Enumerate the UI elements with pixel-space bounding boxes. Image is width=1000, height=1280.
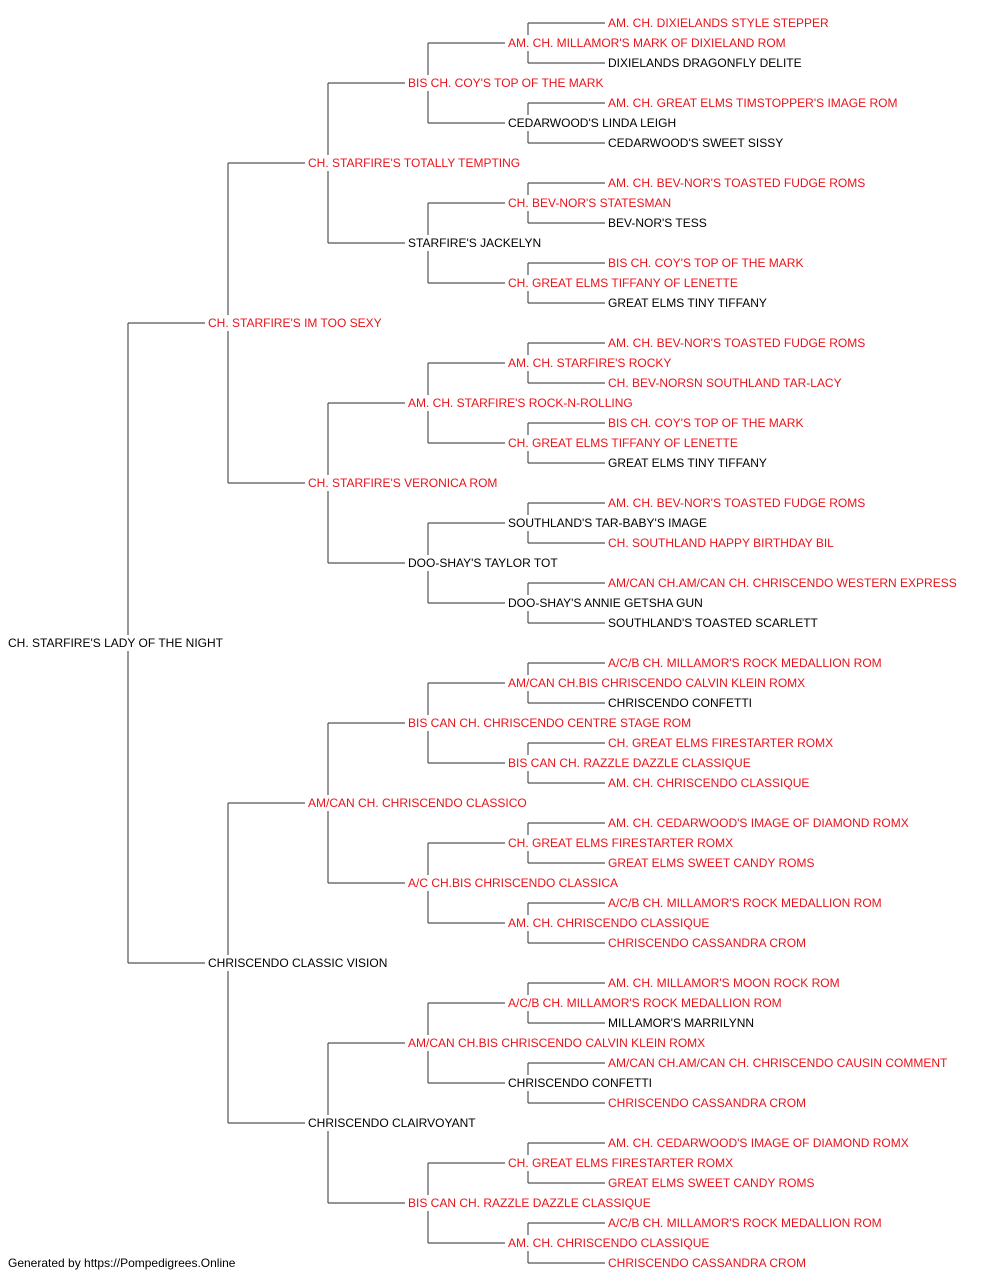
dam-name: DOO-SHAY'S TAYLOR TOT [408,556,558,570]
sire-name: AM/CAN CH.AM/CAN CH. CHRISCENDO WESTERN … [608,576,957,590]
sire-name: AM. CH. CEDARWOOD'S IMAGE OF DIAMOND ROM… [608,816,909,830]
dam-name: BIS CAN CH. RAZZLE DAZZLE CLASSIQUE [508,756,751,770]
dam-name: GREAT ELMS TINY TIFFANY [608,456,767,470]
dam-name: AM. CH. CHRISCENDO CLASSIQUE [508,1236,709,1250]
sire-name: AM. CH. BEV-NOR'S TOASTED FUDGE ROMS [608,336,865,350]
sire-name: AM. CH. GREAT ELMS TIMSTOPPER'S IMAGE RO… [608,96,897,110]
dam-name: CHRISCENDO CONFETTI [608,696,752,710]
dam-name: CHRISCENDO CASSANDRA CROM [608,1096,806,1110]
sire-name: BIS CAN CH. CHRISCENDO CENTRE STAGE ROM [408,716,691,730]
sire-name: AM. CH. MILLAMOR'S MARK OF DIXIELAND ROM [508,36,786,50]
sire-name: AM. CH. CEDARWOOD'S IMAGE OF DIAMOND ROM… [608,1136,909,1150]
dam-name: GREAT ELMS TINY TIFFANY [608,296,767,310]
sire-name: AM. CH. DIXIELANDS STYLE STEPPER [608,16,829,30]
dam-name: CEDARWOOD'S LINDA LEIGH [508,116,676,130]
dam-name: CH. BEV-NORSN SOUTHLAND TAR-LACY [608,376,842,390]
dam-name: CHRISCENDO CLAIRVOYANT [308,1116,476,1130]
dam-name: CH. STARFIRE'S VERONICA ROM [308,476,497,490]
sire-name: AM. CH. STARFIRE'S ROCK-N-ROLLING [408,396,633,410]
sire-name: AM/CAN CH.BIS CHRISCENDO CALVIN KLEIN RO… [508,676,805,690]
dam-name: GREAT ELMS SWEET CANDY ROMS [608,1176,814,1190]
dam-name: CEDARWOOD'S SWEET SISSY [608,136,783,150]
sire-name: AM. CH. BEV-NOR'S TOASTED FUDGE ROMS [608,176,865,190]
dam-name: CH. SOUTHLAND HAPPY BIRTHDAY BIL [608,536,834,550]
dam-name: CH. GREAT ELMS TIFFANY OF LENETTE [508,276,738,290]
dam-name: CHRISCENDO CLASSIC VISION [208,956,387,970]
sire-name: BIS CH. COY'S TOP OF THE MARK [608,416,803,430]
sire-name: AM/CAN CH.AM/CAN CH. CHRISCENDO CAUSIN C… [608,1056,948,1070]
sire-name: CH. STARFIRE'S TOTALLY TEMPTING [308,156,520,170]
sire-name: A/C/B CH. MILLAMOR'S ROCK MEDALLION ROM [608,656,882,670]
sire-name: CH. BEV-NOR'S STATESMAN [508,196,671,210]
subject-name: CH. STARFIRE'S LADY OF THE NIGHT [8,636,224,650]
dam-name: CH. GREAT ELMS TIFFANY OF LENETTE [508,436,738,450]
sire-name: AM. CH. MILLAMOR'S MOON ROCK ROM [608,976,840,990]
sire-name: A/C/B CH. MILLAMOR'S ROCK MEDALLION ROM [508,996,782,1010]
sire-name: CH. GREAT ELMS FIRESTARTER ROMX [508,1156,733,1170]
sire-name: AM/CAN CH.BIS CHRISCENDO CALVIN KLEIN RO… [408,1036,705,1050]
footer-credit: Generated by https://Pompedigrees.Online [8,1256,236,1270]
sire-name: CH. STARFIRE'S IM TOO SEXY [208,316,382,330]
sire-name: CH. GREAT ELMS FIRESTARTER ROMX [608,736,833,750]
dam-name: CHRISCENDO CONFETTI [508,1076,652,1090]
dam-name: BIS CAN CH. RAZZLE DAZZLE CLASSIQUE [408,1196,651,1210]
sire-name: AM/CAN CH. CHRISCENDO CLASSICO [308,796,527,810]
dam-name: BEV-NOR'S TESS [608,216,707,230]
dam-name: CHRISCENDO CASSANDRA CROM [608,1256,806,1270]
dam-name: DOO-SHAY'S ANNIE GETSHA GUN [508,596,703,610]
sire-name: AM. CH. STARFIRE'S ROCKY [508,356,671,370]
sire-name: BIS CH. COY'S TOP OF THE MARK [608,256,803,270]
dam-name: SOUTHLAND'S TOASTED SCARLETT [608,616,819,630]
sire-name: SOUTHLAND'S TAR-BABY'S IMAGE [508,516,707,530]
sire-name: A/C/B CH. MILLAMOR'S ROCK MEDALLION ROM [608,1216,882,1230]
sire-name: CH. GREAT ELMS FIRESTARTER ROMX [508,836,733,850]
dam-name: AM. CH. CHRISCENDO CLASSIQUE [508,916,709,930]
dam-name: STARFIRE'S JACKELYN [408,236,541,250]
sire-name: A/C/B CH. MILLAMOR'S ROCK MEDALLION ROM [608,896,882,910]
dam-name: DIXIELANDS DRAGONFLY DELITE [608,56,802,70]
sire-name: BIS CH. COY'S TOP OF THE MARK [408,76,603,90]
dam-name: CHRISCENDO CASSANDRA CROM [608,936,806,950]
dam-name: AM. CH. CHRISCENDO CLASSIQUE [608,776,809,790]
dam-name: A/C CH.BIS CHRISCENDO CLASSICA [408,876,618,890]
dam-name: MILLAMOR'S MARRILYNN [608,1016,754,1030]
sire-name: AM. CH. BEV-NOR'S TOASTED FUDGE ROMS [608,496,865,510]
dam-name: GREAT ELMS SWEET CANDY ROMS [608,856,814,870]
